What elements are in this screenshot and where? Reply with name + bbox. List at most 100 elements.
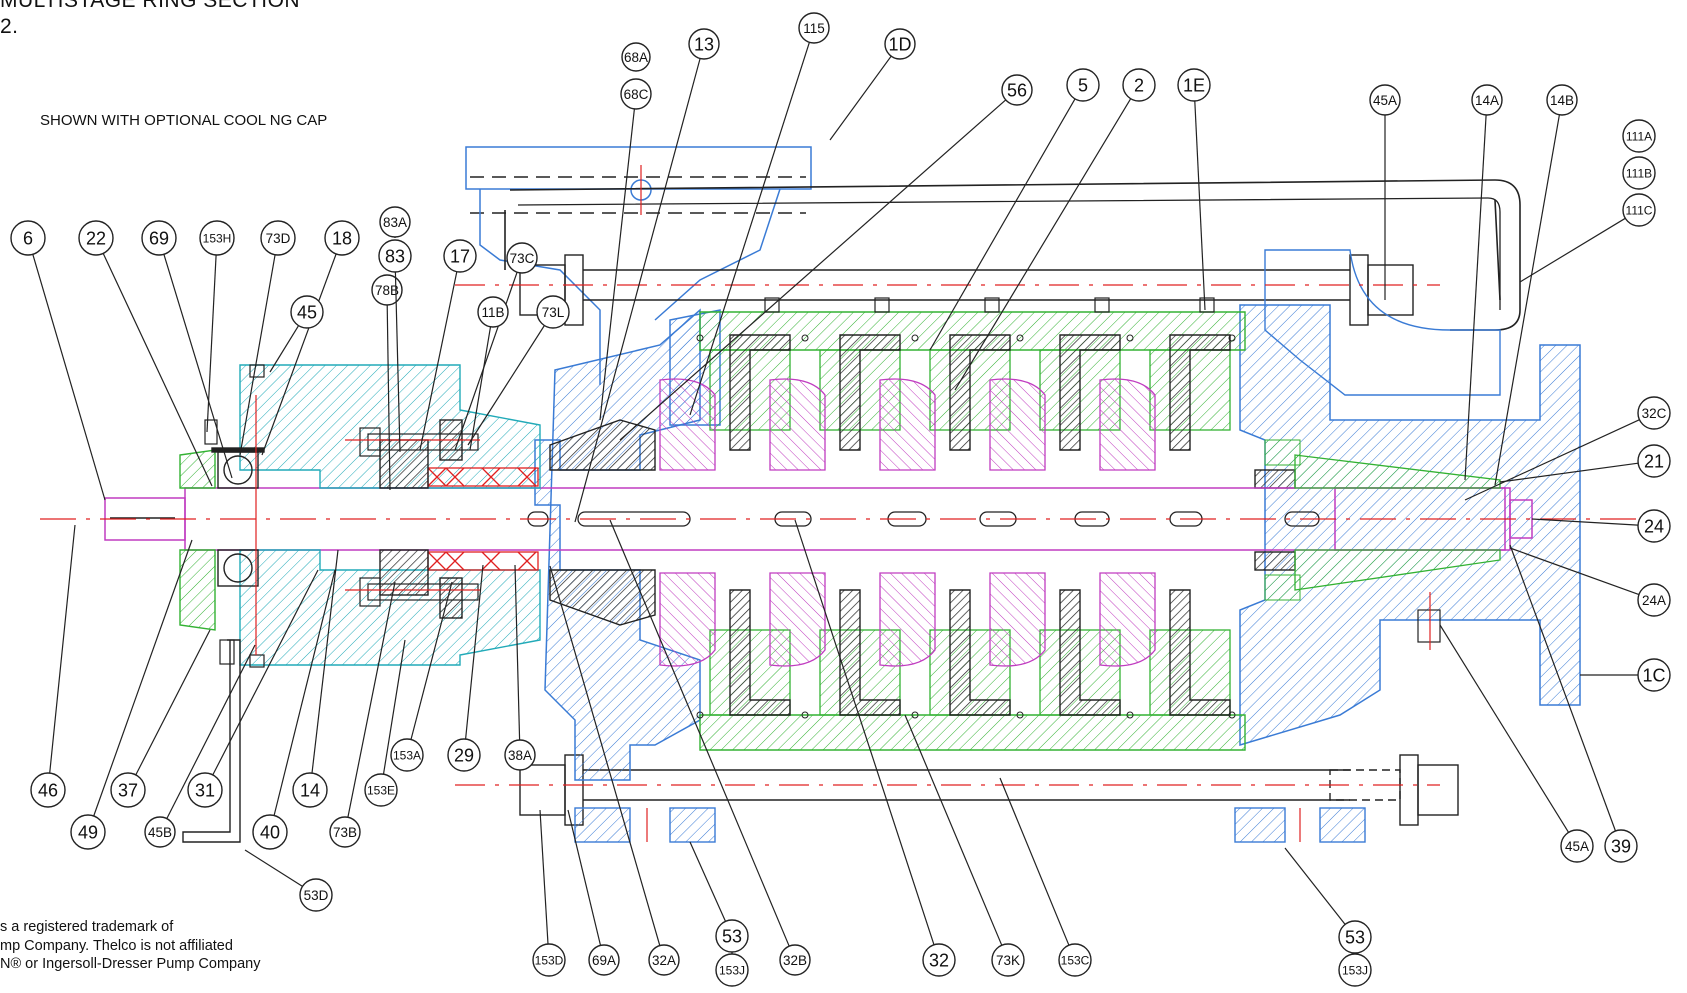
- tie-rod-bottom: [519, 754, 1459, 826]
- support-angle-53d: [182, 639, 241, 843]
- balloon-circle: [299, 878, 333, 912]
- callout-153d: 153D: [532, 809, 566, 977]
- leader-line: [954, 98, 1132, 391]
- leader-line: [609, 519, 790, 947]
- leader-line: [539, 809, 549, 945]
- leader-line: [410, 581, 453, 740]
- callout-69a: 69A: [567, 809, 620, 976]
- callout-83: 83: [378, 239, 412, 453]
- leader-line: [1464, 114, 1487, 481]
- leader-line: [454, 272, 518, 451]
- balloon-label: 14A: [1475, 93, 1499, 108]
- balloon-label: 83A: [383, 215, 407, 230]
- drawing-title: MULTISTAGE RING SECTION 2.: [0, 0, 300, 40]
- balloon-label: 46: [38, 780, 58, 800]
- balloon-label: 153H: [203, 231, 232, 245]
- balloon-circle: [1622, 156, 1656, 190]
- balloon-label: 14: [300, 780, 320, 800]
- balloon-circle: [378, 239, 412, 273]
- balloon-circle: [798, 12, 830, 44]
- callout-115: 115: [689, 12, 830, 416]
- callout-2: 2: [954, 68, 1156, 391]
- callout-56: 56: [619, 74, 1033, 441]
- callout-1d: 1D: [829, 28, 916, 141]
- leader-line: [239, 254, 276, 456]
- balloon-circle: [922, 943, 956, 977]
- callout-45a: 45A: [1369, 84, 1401, 300]
- balloon-circle: [1177, 68, 1211, 102]
- balloon-circle: [10, 220, 46, 256]
- callout-39: 39: [1509, 544, 1638, 863]
- balloon-label: 39: [1611, 836, 1631, 856]
- balloon-label: 6: [23, 228, 33, 248]
- grease-fittings: [204, 297, 1441, 668]
- balloon-label: 73D: [266, 231, 291, 246]
- balloon-label: 24A: [1642, 593, 1666, 608]
- title-line-1: MULTISTAGE RING SECTION: [0, 0, 301, 12]
- balloon-label: 24: [1644, 516, 1664, 536]
- balloon-label: 111A: [1626, 129, 1652, 143]
- balloon-label: 32C: [1642, 406, 1667, 421]
- balloon-label: 29: [454, 745, 474, 765]
- balloon-circle: [1604, 829, 1638, 863]
- balloon-label: 153E: [367, 783, 395, 797]
- balloon-label: 83: [385, 246, 405, 266]
- leader-line: [347, 581, 396, 818]
- callout-1e: 1E: [1177, 68, 1211, 311]
- leader-line: [32, 254, 106, 501]
- leader-line: [419, 271, 458, 451]
- balloon-label: 22: [86, 228, 106, 248]
- balloon-label: 45: [297, 302, 317, 322]
- balloon-circle: [621, 42, 651, 72]
- balloon-circle: [532, 943, 566, 977]
- callout-24: 24: [1531, 509, 1671, 543]
- balloon-circle: [1637, 444, 1671, 478]
- leader-line: [619, 99, 1007, 441]
- leader-line: [1519, 217, 1626, 283]
- callout-37: 37: [110, 629, 211, 808]
- balloon-circle: [504, 739, 536, 771]
- balloon-label: 1C: [1642, 665, 1665, 685]
- balloon-label: 32B: [783, 953, 807, 968]
- leader-line: [999, 777, 1070, 946]
- callout-111c: 111C: [1519, 193, 1656, 283]
- balloon-circle: [78, 220, 114, 256]
- balloon-label: 53: [1345, 927, 1365, 947]
- leader-line: [93, 539, 193, 817]
- callout-111b: 111B: [1622, 156, 1656, 190]
- balloon-circle: [324, 220, 360, 256]
- balloon-label: 13: [694, 34, 714, 54]
- centerlines: [40, 165, 1640, 842]
- balloon-circle: [1066, 68, 1100, 102]
- leader-line: [829, 55, 892, 141]
- pump-geometry: [40, 146, 1640, 843]
- cooling-pipe-frame: [504, 179, 1521, 331]
- balloon-circle: [141, 220, 177, 256]
- callout-6: 6: [10, 220, 106, 501]
- balloon-circle: [620, 78, 652, 110]
- balloon-label: 18: [332, 228, 352, 248]
- leader-line: [465, 564, 484, 740]
- balloon-label: 17: [450, 246, 470, 266]
- leader-line: [166, 644, 256, 819]
- balloon-circle: [506, 242, 538, 274]
- callout-18: 18: [261, 220, 360, 456]
- balloon-circle: [144, 816, 176, 848]
- leader-line: [386, 304, 391, 491]
- note-line-2: mp Company. Thelco is not affiliated: [0, 937, 233, 954]
- mounting-feet: [574, 807, 1366, 843]
- leader-line: [904, 714, 1003, 946]
- balloon-label: 111B: [1626, 166, 1652, 180]
- balloon-circle: [1471, 84, 1503, 116]
- balloon-label: 21: [1644, 451, 1664, 471]
- balloon-label: 11B: [481, 305, 504, 320]
- balloon-label: 73L: [542, 305, 565, 320]
- callout-32a: 32A: [549, 565, 680, 976]
- leader-line: [135, 629, 211, 776]
- callout-73d: 73D: [239, 220, 296, 456]
- balloon-circle: [252, 814, 288, 850]
- balloon-label: 78B: [375, 283, 399, 298]
- balloon-label: 5: [1078, 75, 1088, 95]
